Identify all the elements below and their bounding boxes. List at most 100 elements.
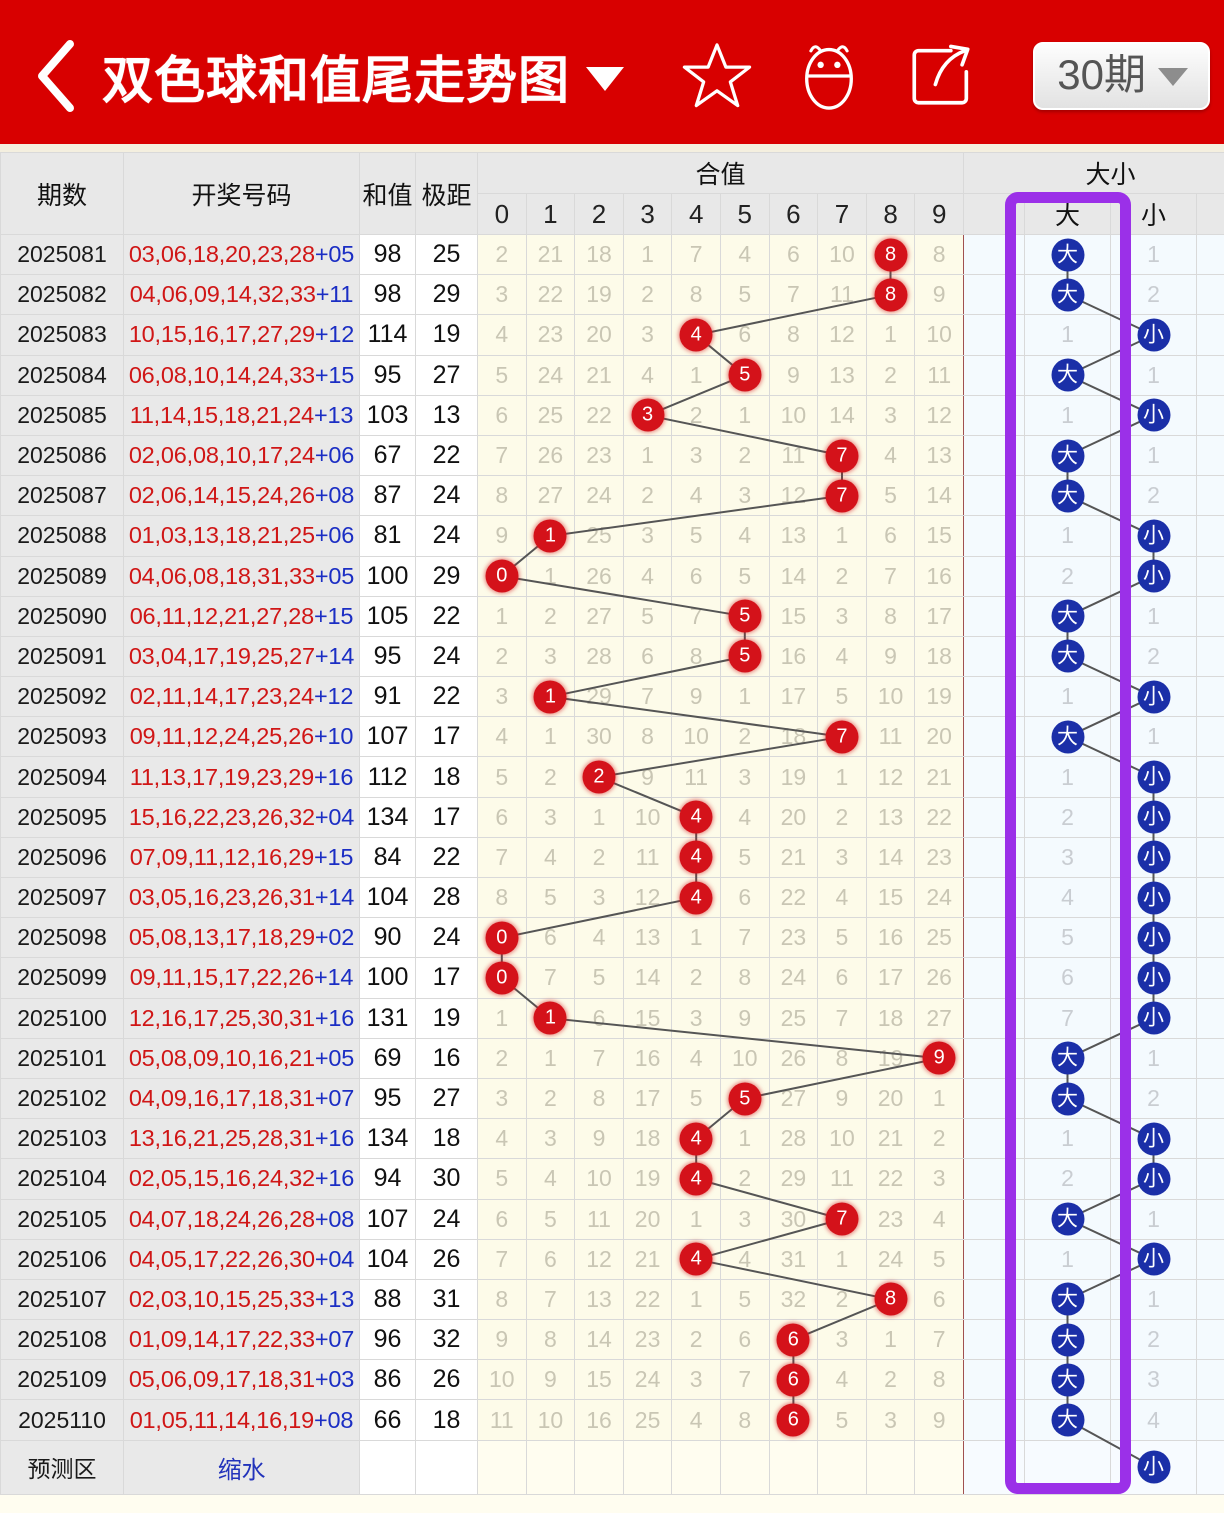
cell-span: 31: [415, 1278, 478, 1321]
table-row[interactable]: 202510204,09,16,17,18,31+079527328175552…: [0, 1077, 1224, 1120]
table-row[interactable]: 202510402,05,15,16,24,32+169430541019442…: [0, 1158, 1224, 1200]
cell-hezhi-8: 88: [865, 233, 916, 276]
table-row[interactable]: 202509607,09,11,12,16,29+158422742114452…: [0, 836, 1224, 879]
th-digit-3[interactable]: 3: [622, 193, 673, 235]
cell-small: 小: [1110, 676, 1198, 718]
cell-hezhi-7: 1: [817, 515, 867, 557]
cell-numbers: 15,16,22,23,26,32+04: [123, 796, 360, 838]
cell-numbers: 09,11,12,24,25,26+10: [123, 716, 360, 758]
prediction-pad-right: [1196, 1439, 1224, 1495]
cell-hezhi-8: 12: [865, 756, 916, 798]
cell-hezhi-9: 17: [914, 595, 965, 637]
th-digit-8[interactable]: 8: [865, 193, 916, 235]
prediction-hezhi-7: [817, 1439, 867, 1495]
table-row[interactable]: 202508904,06,08,18,31,33+051002900126465…: [0, 555, 1224, 597]
cell-daxiao-pad-left: [963, 676, 1026, 718]
cell-hezhi-6: 15: [768, 595, 819, 637]
th-digit-5[interactable]: 5: [719, 193, 770, 235]
cell-big: 2: [1024, 1158, 1112, 1200]
cell-hezhi-4: 9: [671, 676, 721, 718]
period-dropdown[interactable]: 30期: [1033, 42, 1210, 110]
table-row[interactable]: 202510313,16,21,25,28,31+161341843918441…: [0, 1118, 1224, 1160]
table-row[interactable]: 202509515,16,22,23,26,32+041341763110444…: [0, 796, 1224, 838]
small-marker: 小: [1137, 519, 1171, 553]
cell-issue: 2025094: [0, 756, 124, 798]
cell-daxiao-pad-left: [963, 515, 1026, 557]
cell-hezhi-9: 12: [914, 394, 965, 436]
shrink-button[interactable]: 缩水: [123, 1439, 360, 1495]
th-digit-7[interactable]: 7: [817, 193, 867, 235]
cell-hezhi-6: 66: [768, 1399, 819, 1441]
th-digit-4[interactable]: 4: [671, 193, 721, 235]
th-spacer-3: [1196, 193, 1224, 235]
th-digit-9[interactable]: 9: [914, 193, 965, 235]
cell-hezhi-3: 13: [622, 917, 673, 959]
cell-hezhi-3: 16: [622, 1037, 673, 1079]
cell-hezhi-9: 3: [914, 1158, 965, 1200]
cell-hezhi-3: 8: [622, 716, 673, 758]
bug-icon[interactable]: [792, 37, 866, 115]
cell-hezhi-0: 6: [477, 394, 527, 436]
cell-hezhi-8: 21: [865, 1118, 916, 1160]
table-row[interactable]: 202509103,04,17,19,25,27+149524232868551…: [0, 635, 1224, 678]
cell-hezhi-5: 1: [719, 394, 770, 436]
cell-big: 大: [1024, 434, 1112, 477]
table-row[interactable]: 202509202,11,14,17,23,24+129122311297911…: [0, 676, 1224, 718]
share-icon[interactable]: [904, 38, 978, 114]
star-icon[interactable]: [680, 39, 754, 113]
table-row[interactable]: 202509006,11,12,21,27,28+151052212275755…: [0, 595, 1224, 637]
cell-hezhi-2: 6: [574, 997, 624, 1039]
table-row[interactable]: 202509909,11,15,17,22,26+141001700751428…: [0, 957, 1224, 999]
cell-hezhi-4: 11: [671, 756, 721, 798]
table-row[interactable]: 202510012,16,17,25,30,31+161311911161539…: [0, 997, 1224, 1039]
big-marker: 大: [1051, 358, 1085, 392]
th-small[interactable]: 小: [1110, 193, 1198, 235]
cell-hezhi-0: 3: [477, 676, 527, 718]
table-row[interactable]: 202508801,03,13,18,21,25+068124911253541…: [0, 515, 1224, 557]
cell-hezhi-0: 9: [477, 515, 527, 557]
prediction-hezhi-6: [768, 1439, 819, 1495]
table-row[interactable]: 202509703,05,16,23,26,31+141042885312446…: [0, 876, 1224, 919]
th-digit-0[interactable]: 0: [477, 193, 527, 235]
cell-small: 1: [1110, 354, 1198, 396]
table-row[interactable]: 202509805,08,13,17,18,29+029024006413172…: [0, 917, 1224, 959]
table-row[interactable]: 202508406,08,10,14,24,33+159527524214155…: [0, 354, 1224, 396]
hit-marker: 6: [776, 1403, 810, 1437]
cell-issue: 2025089: [0, 555, 124, 597]
cell-daxiao-pad-left: [963, 716, 1026, 758]
cell-daxiao-pad-right: [1196, 1278, 1224, 1321]
cell-issue: 2025098: [0, 917, 124, 959]
table-row[interactable]: 202509411,13,17,19,23,29+161121852229113…: [0, 756, 1224, 798]
th-digit-1[interactable]: 1: [525, 193, 576, 235]
cell-hezhi-8: 1: [865, 1319, 916, 1361]
th-big[interactable]: 大: [1024, 193, 1112, 235]
cell-small: 1: [1110, 1278, 1198, 1321]
back-button[interactable]: [24, 30, 86, 122]
th-digit-2[interactable]: 2: [574, 193, 624, 235]
cell-hezhi-7: 11: [817, 274, 867, 316]
cell-span: 24: [415, 917, 478, 959]
cell-hezhi-3: 19: [622, 1158, 673, 1200]
prediction-row[interactable]: 预测区缩水小: [0, 1439, 1224, 1495]
cell-hezhi-6: 25: [768, 997, 819, 1039]
table-row[interactable]: 202508310,15,16,17,27,29+121141942320344…: [0, 314, 1224, 356]
th-digit-6[interactable]: 6: [768, 193, 819, 235]
page-title-dropdown[interactable]: 双色球和值尾走势图: [102, 39, 625, 113]
cell-hezhi-7: 77: [817, 1198, 867, 1240]
cell-hezhi-4: 44: [671, 314, 721, 356]
cell-hezhi-5: 5: [719, 1278, 770, 1321]
app-header: 双色球和值尾走势图 30期: [0, 0, 1224, 152]
table-row[interactable]: 202508511,14,15,18,21,24+131031362522332…: [0, 394, 1224, 436]
